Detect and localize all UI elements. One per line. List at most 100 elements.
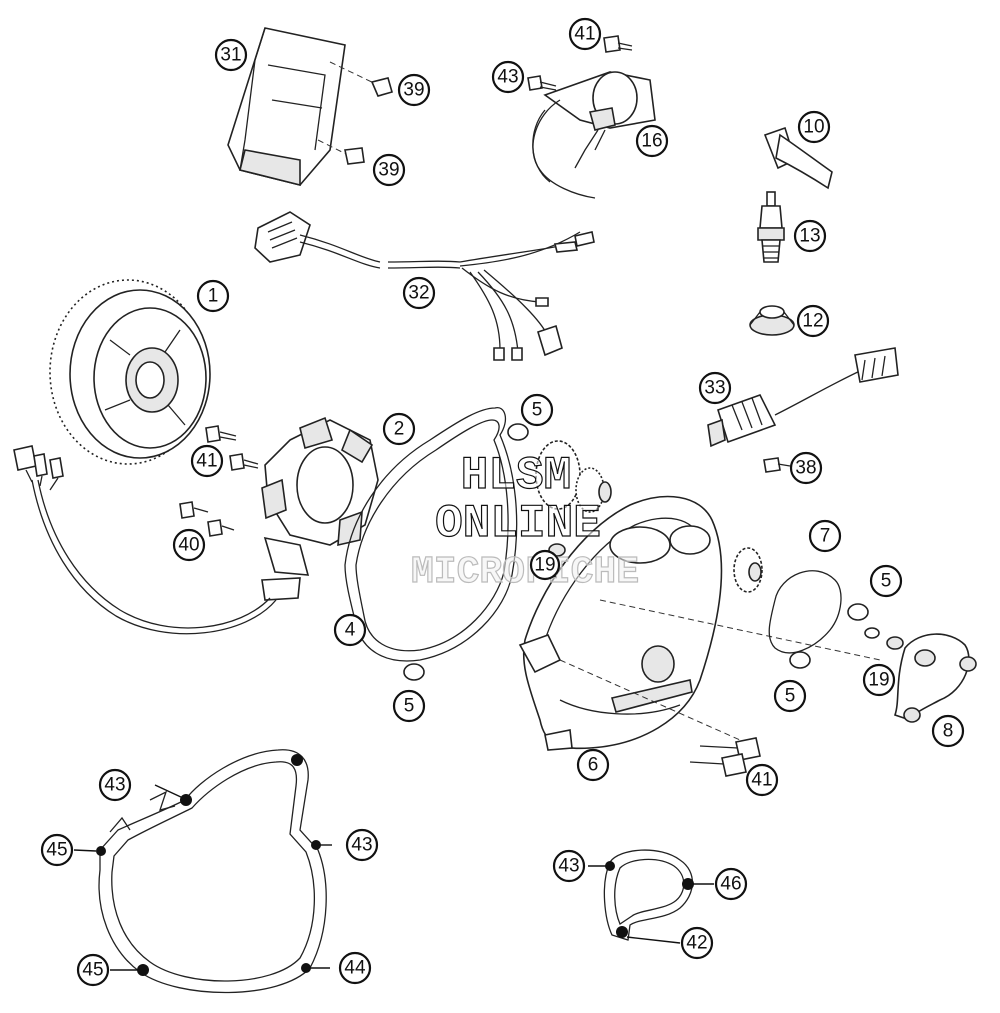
svg-text:2: 2 xyxy=(394,419,405,440)
svg-text:5: 5 xyxy=(532,400,543,421)
part-gasket-7 xyxy=(768,570,842,654)
svg-text:42: 42 xyxy=(686,933,707,954)
part-spark-plug-cap xyxy=(763,126,833,190)
svg-text:16: 16 xyxy=(641,131,662,152)
svg-text:46: 46 xyxy=(720,874,741,895)
callout-19-right: 19 xyxy=(862,663,896,697)
svg-text:43: 43 xyxy=(351,835,372,856)
part-voltage-regulator xyxy=(707,347,899,448)
callout-5-right-a: 5 xyxy=(869,564,903,598)
svg-text:12: 12 xyxy=(802,311,823,332)
svg-text:45: 45 xyxy=(46,840,67,861)
svg-text:1: 1 xyxy=(208,286,219,307)
bolt-39-lower xyxy=(317,139,365,165)
holes-large-gasket xyxy=(96,754,321,976)
svg-text:31: 31 xyxy=(220,45,241,66)
part-ignition-coil xyxy=(532,71,656,199)
part-gasket-4 xyxy=(344,407,518,662)
part-small-cover-8 xyxy=(893,633,977,723)
dowel-sleeve-5-right-a xyxy=(847,603,869,621)
part-gasket-small-detail xyxy=(603,849,693,941)
callout-8: 8 xyxy=(931,714,965,748)
callout-39-lower: 39 xyxy=(372,153,406,187)
svg-text:38: 38 xyxy=(795,458,816,479)
callout-5-upper: 5 xyxy=(520,393,554,427)
callout-43-top: 43 xyxy=(491,60,525,94)
callout-4: 4 xyxy=(333,613,367,647)
svg-text:39: 39 xyxy=(378,160,399,181)
callout-43-gasket-small: 43 xyxy=(552,849,586,883)
callout-7: 7 xyxy=(808,519,842,553)
svg-text:19: 19 xyxy=(534,555,555,576)
callout-16: 16 xyxy=(635,124,669,158)
callout-12: 12 xyxy=(796,304,830,338)
callout-6: 6 xyxy=(576,748,610,782)
callout-41-cover: 41 xyxy=(745,763,779,797)
callout-39-upper: 39 xyxy=(397,73,431,107)
part-gasket-large-detail xyxy=(98,749,327,994)
callout-5-lower: 5 xyxy=(392,689,426,723)
svg-text:41: 41 xyxy=(196,451,217,472)
svg-text:5: 5 xyxy=(404,696,415,717)
washer-19-right xyxy=(864,627,904,650)
callout-43-gasket-large-a: 43 xyxy=(98,768,132,802)
svg-text:10: 10 xyxy=(803,117,824,138)
part-wiring-harness xyxy=(254,211,595,361)
dowel-sleeve-5-upper xyxy=(507,423,529,441)
svg-text:33: 33 xyxy=(704,378,725,399)
svg-text:8: 8 xyxy=(943,721,954,742)
part-ignition-cover xyxy=(518,495,723,751)
holes-small-gasket xyxy=(605,861,694,938)
svg-text:19: 19 xyxy=(868,670,889,691)
callout-38: 38 xyxy=(789,451,823,485)
bolt-41-coil xyxy=(603,35,633,53)
svg-text:44: 44 xyxy=(344,958,366,979)
part-cdi-unit xyxy=(227,27,346,187)
leader-lines xyxy=(73,784,714,971)
callout-46: 46 xyxy=(714,867,748,901)
callout-41-top: 41 xyxy=(568,17,602,51)
bolts-41-cover xyxy=(689,737,761,777)
dowel-sleeve-5-right-b xyxy=(789,651,811,669)
svg-text:13: 13 xyxy=(799,226,820,247)
part-flywheel xyxy=(49,279,211,465)
callout-44: 44 xyxy=(338,951,372,985)
watermark-line-3: MICROFICHE xyxy=(411,551,639,594)
bolt-39-upper xyxy=(329,61,393,97)
callout-42: 42 xyxy=(680,926,714,960)
svg-text:40: 40 xyxy=(178,535,199,556)
svg-text:5: 5 xyxy=(785,686,796,707)
svg-text:7: 7 xyxy=(820,526,831,547)
svg-text:32: 32 xyxy=(408,283,429,304)
bolt-43-coil xyxy=(527,75,557,91)
svg-text:4: 4 xyxy=(345,620,356,641)
callout-32: 32 xyxy=(402,276,436,310)
callout-43-gasket-large-b: 43 xyxy=(345,828,379,862)
callout-40: 40 xyxy=(172,528,206,562)
svg-text:39: 39 xyxy=(403,80,424,101)
watermark-line-1: HLSM xyxy=(461,450,571,502)
callout-10: 10 xyxy=(797,110,831,144)
callout-19-cover: 19 xyxy=(529,549,561,581)
part-spark-plug xyxy=(757,191,785,263)
callout-1: 1 xyxy=(196,279,230,313)
svg-text:43: 43 xyxy=(497,67,518,88)
callout-2: 2 xyxy=(382,412,416,446)
svg-text:6: 6 xyxy=(588,755,599,776)
watermark-line-2: ONLINE xyxy=(435,498,601,550)
bolts-40-stator xyxy=(179,501,235,537)
callout-33: 33 xyxy=(698,371,732,405)
connector-stator xyxy=(13,445,64,491)
watermark: HLSM ONLINE MICROFICHE xyxy=(410,449,639,594)
part-intermediate-gear xyxy=(535,440,612,513)
callout-45-gasket-large-b: 45 xyxy=(76,953,110,987)
part-drive-gear xyxy=(733,547,763,593)
callout-45-gasket-large-a: 45 xyxy=(40,833,74,867)
callout-41-stator: 41 xyxy=(190,444,224,478)
svg-text:41: 41 xyxy=(751,770,772,791)
svg-text:41: 41 xyxy=(574,24,595,45)
callout-31: 31 xyxy=(214,38,248,72)
bolts-41-stator xyxy=(205,425,259,471)
callout-13: 13 xyxy=(793,219,827,253)
